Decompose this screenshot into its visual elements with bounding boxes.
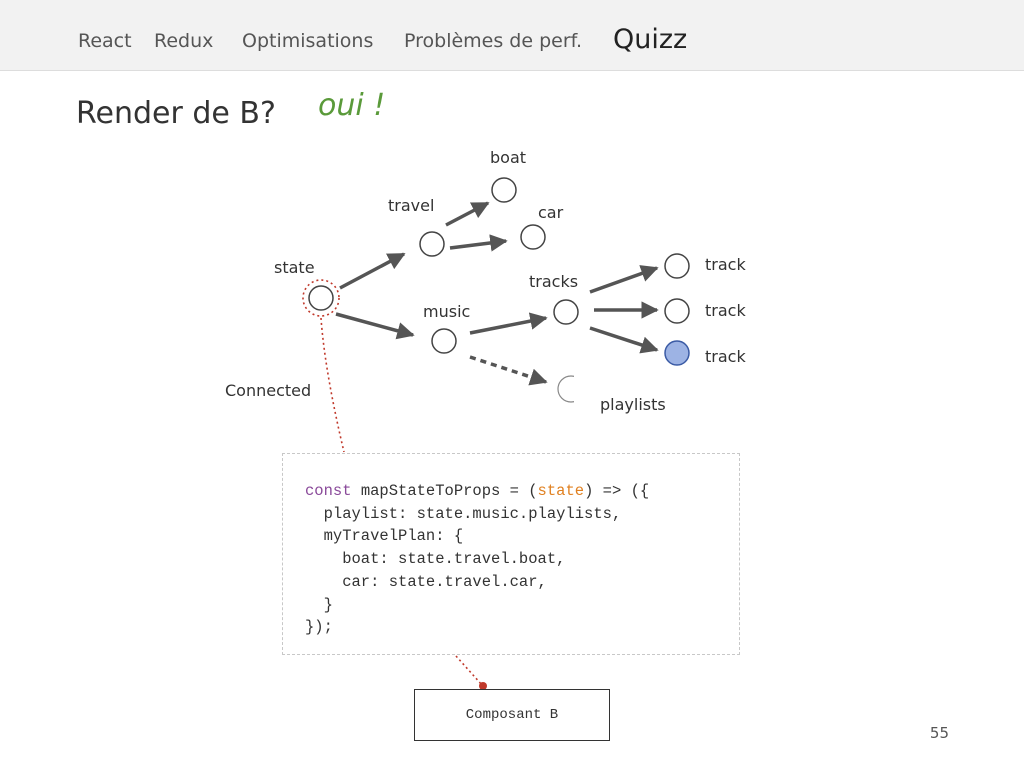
code-param: state (537, 482, 585, 500)
component-label: Composant B (465, 707, 559, 723)
label-tracks: tracks (529, 272, 579, 291)
code-block: const mapStateToProps = (state) => ({ pl… (282, 453, 740, 655)
code-line-3: myTravelPlan: { (305, 527, 464, 546)
code-line-5: car: state.travel.car, (305, 572, 547, 591)
label-music: music (423, 302, 471, 321)
handwritten-answer: oui ! (318, 88, 386, 123)
connector-code-to-component (455, 655, 483, 686)
edge-music-playlists (469, 355, 548, 386)
nav-item-redux[interactable]: Redux (154, 30, 214, 52)
node-state (308, 285, 334, 311)
node-track-2 (664, 298, 690, 324)
edge-music-tracks (469, 312, 548, 335)
code-line-1: const mapStateToProps = (state) => ({ (305, 482, 650, 500)
node-tracks (553, 299, 579, 325)
label-playlists: playlists (600, 395, 666, 414)
edge-state-music (335, 312, 415, 340)
node-boat (491, 177, 517, 203)
code-line-2: playlist: state.music.playlists, (305, 504, 622, 523)
navigation-bar: React Redux Optimisations Problèmes de p… (0, 0, 1024, 71)
nav-item-react[interactable]: React (78, 30, 132, 52)
label-track-1: track (705, 255, 746, 274)
node-car (520, 224, 546, 250)
slide-title: Render de B? (76, 96, 276, 131)
nav-item-quizz[interactable]: Quizz (613, 24, 688, 55)
node-track-1 (664, 253, 690, 279)
edge-travel-car (449, 234, 508, 252)
label-track-2: track (705, 301, 746, 320)
label-track-3: track (705, 347, 746, 366)
node-playlists-mask (574, 372, 592, 406)
label-state: state (274, 258, 315, 277)
label-boat: boat (490, 148, 527, 167)
node-track-3-highlighted (664, 340, 690, 366)
code-line-4: boat: state.travel.boat, (305, 550, 566, 569)
nav-item-optimisations[interactable]: Optimisations (242, 30, 374, 52)
label-travel: travel (388, 196, 435, 215)
nav-item-problemes[interactable]: Problèmes de perf. (404, 30, 583, 52)
edge-state-travel (339, 252, 406, 290)
node-travel (419, 231, 445, 257)
code-line-6: } (305, 595, 333, 614)
node-music (431, 328, 457, 354)
code-listing: const mapStateToProps = (state) => ({ pl… (305, 480, 649, 639)
page-number: 55 (929, 724, 949, 742)
code-line-7: }); (305, 618, 333, 637)
edge-travel-boat (445, 201, 490, 227)
edge-tracks-track1 (589, 265, 659, 294)
node-state-halo (302, 279, 340, 317)
connector-dot (479, 682, 487, 690)
connector-state-to-code (320, 317, 345, 453)
edge-tracks-track3 (589, 326, 659, 354)
label-car: car (538, 203, 564, 222)
code-keyword: const (305, 482, 352, 500)
label-connected: Connected (225, 381, 312, 400)
component-box: Composant B (414, 689, 610, 741)
